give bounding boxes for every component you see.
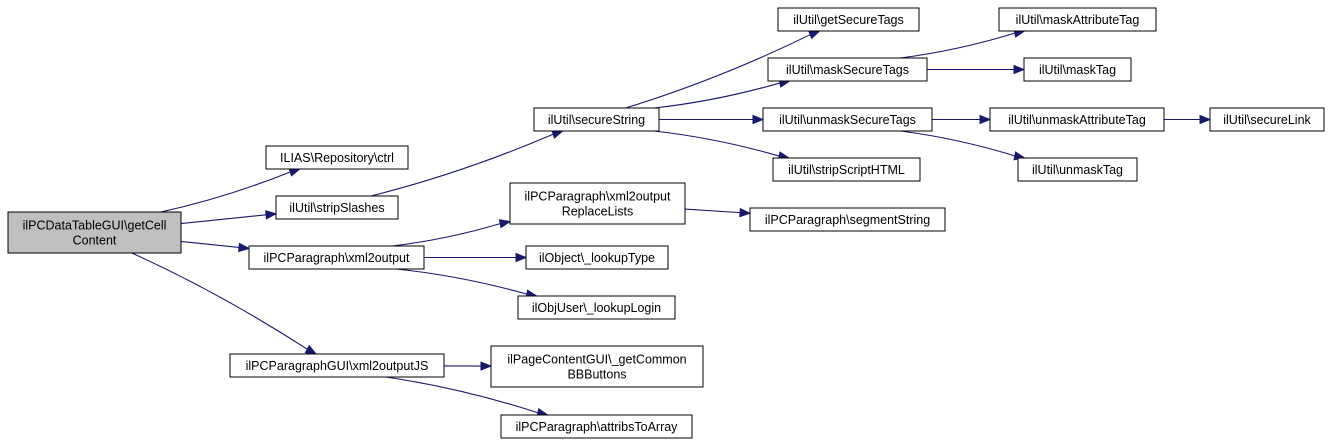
node-xml2outputJS[interactable]: ilPCParagraphGUI\xml2outputJS [229, 353, 445, 378]
node-label: ilUtil\stripSlashes [289, 201, 384, 215]
node-label: BBButtons [567, 368, 626, 382]
node-label: ilUtil\unmaskAttributeTag [1008, 113, 1146, 127]
node-box [248, 245, 425, 270]
node-label: ilUtil\maskSecureTags [786, 63, 909, 77]
node-label: ilUtil\getSecureTags [793, 13, 903, 27]
node-box [7, 211, 182, 254]
node-label: ilUtil\stripScriptHTML [788, 163, 905, 177]
node-box [265, 145, 409, 170]
node-label: ilObjUser\_lookupLogin [532, 301, 661, 315]
node-unmaskSecureTags[interactable]: ilUtil\unmaskSecureTags [762, 107, 933, 132]
node-box [989, 107, 1165, 132]
node-ctrl[interactable]: ILIAS\Repository\ctrl [265, 145, 409, 170]
node-unmaskTag[interactable]: ilUtil\unmaskTag [1017, 157, 1138, 182]
edge-root-to-xml2outputJS [131, 252, 318, 355]
edge-secureString-to-maskSecureTags [654, 78, 792, 109]
node-box [1017, 157, 1138, 182]
edge-xml2outputReplaceLists-to-segmentString [684, 207, 752, 218]
node-box [490, 345, 704, 388]
node-box [229, 353, 445, 378]
node-label: ilPCDataTableGUI\getCell [23, 219, 167, 233]
node-box [275, 195, 399, 220]
node-xml2output[interactable]: ilPCParagraph\xml2output [248, 245, 425, 270]
node-box [500, 414, 693, 439]
node-label: ilPCParagraphGUI\xml2outputJS [246, 359, 429, 373]
node-label: ilObject\_lookupType [539, 251, 655, 265]
node-secureString[interactable]: ilUtil\secureString [533, 107, 660, 132]
edge-xml2outputJS-to-getCommonBBButtons [443, 361, 493, 371]
node-box [533, 107, 660, 132]
edge-secureString-to-unmaskSecureTags [659, 114, 765, 125]
node-label: ilUtil\secureLink [1223, 113, 1311, 127]
node-label: ilUtil\maskAttributeTag [1016, 13, 1140, 27]
node-box [1023, 57, 1132, 82]
node-label: ilPCParagraph\attribsToArray [516, 420, 679, 434]
node-label: ilUtil\secureString [548, 113, 645, 127]
node-label: ilPageContentGUI\_getCommon [507, 353, 686, 367]
node-maskTag[interactable]: ilUtil\maskTag [1023, 57, 1132, 82]
node-lookupType[interactable]: ilObject\_lookupType [525, 245, 669, 270]
node-label: Content [73, 234, 117, 248]
edge-xml2output-to-lookupType [424, 252, 528, 263]
node-label: ilUtil\unmaskSecureTags [779, 113, 916, 127]
node-maskAttributeTag[interactable]: ilUtil\maskAttributeTag [998, 7, 1157, 32]
node-box [767, 57, 928, 82]
node-getSecureTags[interactable]: ilUtil\getSecureTags [777, 7, 920, 32]
node-label: ilPCParagraph\xml2output [264, 251, 410, 265]
node-stripSlashes[interactable]: ilUtil\stripSlashes [275, 195, 399, 220]
edge-maskSecureTags-to-maskTag [927, 64, 1026, 75]
node-secureLink[interactable]: ilUtil\secureLink [1209, 107, 1325, 132]
edge-secureString-to-stripScriptHTML [653, 130, 791, 161]
node-label: ReplaceLists [562, 205, 634, 219]
edge-unmaskAttributeTag-to-secureLink [1164, 114, 1212, 125]
edge-root-to-stripSlashes [180, 210, 278, 225]
node-box [749, 207, 946, 232]
edge-maskSecureTags-to-maskAttributeTag [900, 28, 1026, 59]
node-label: ILIAS\Repository\ctrl [280, 151, 394, 165]
node-box [762, 107, 933, 132]
node-box [772, 157, 921, 182]
node-unmaskAttributeTag[interactable]: ilUtil\unmaskAttributeTag [989, 107, 1165, 132]
node-label: ilPCParagraph\segmentString [765, 213, 930, 227]
node-box [517, 295, 676, 320]
node-label: ilUtil\maskTag [1039, 63, 1116, 77]
node-maskSecureTags[interactable]: ilUtil\maskSecureTags [767, 57, 928, 82]
node-segmentString[interactable]: ilPCParagraph\segmentString [749, 207, 946, 232]
node-label: ilPCParagraph\xml2output [525, 190, 671, 204]
edges-layer [131, 28, 1212, 418]
edge-unmaskSecureTags-to-unmaskAttributeTag [932, 114, 992, 125]
node-box [525, 245, 669, 270]
edge-root-to-xml2output [180, 240, 251, 253]
edge-unmaskSecureTags-to-unmaskTag [900, 130, 1026, 161]
node-stripScriptHTML[interactable]: ilUtil\stripScriptHTML [772, 157, 921, 182]
node-label: ilUtil\unmaskTag [1032, 163, 1123, 177]
node-lookupLogin[interactable]: ilObjUser\_lookupLogin [517, 295, 676, 320]
node-box [509, 182, 686, 225]
node-attribsToArray[interactable]: ilPCParagraph\attribsToArray [500, 414, 693, 439]
edge-xml2output-to-xml2outputReplaceLists [392, 219, 512, 247]
node-box [777, 7, 920, 32]
edge-xml2output-to-lookupLogin [396, 268, 539, 299]
node-box [1209, 107, 1325, 132]
node-box [998, 7, 1157, 32]
